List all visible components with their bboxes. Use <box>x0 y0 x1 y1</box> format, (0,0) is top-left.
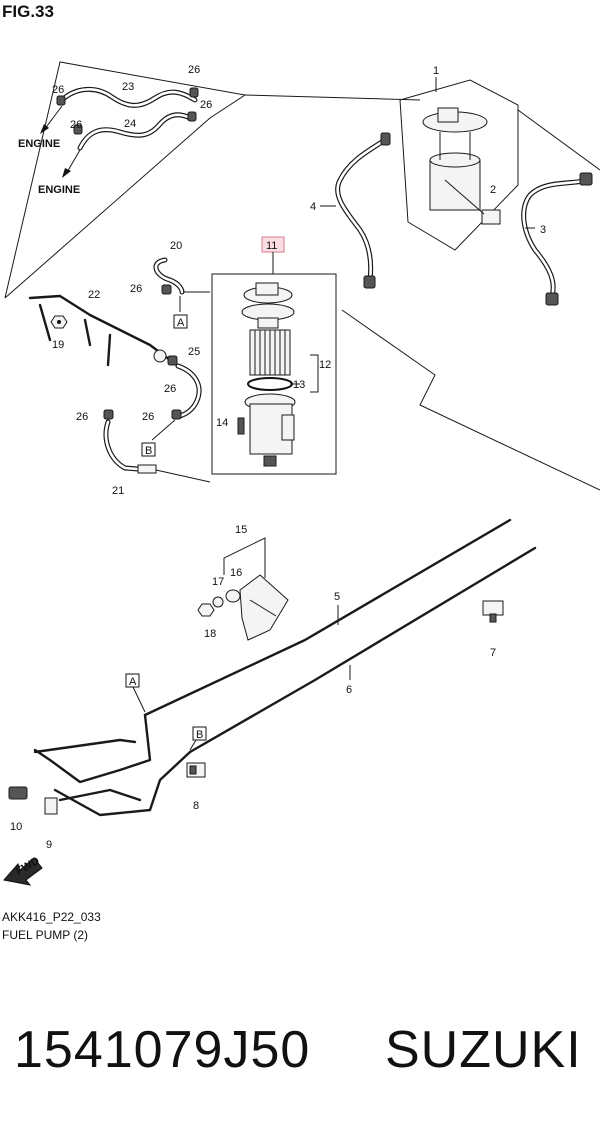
filter-housing <box>244 393 296 467</box>
callout-26-h: 26 <box>142 411 154 423</box>
float-2 <box>444 179 501 225</box>
callout-26-a: 26 <box>52 84 64 96</box>
clip-8 <box>186 762 206 778</box>
filter-cap <box>241 282 295 329</box>
bracket-15 <box>239 574 289 641</box>
callout-15: 15 <box>235 524 247 536</box>
pipe-5 <box>143 518 512 717</box>
callout-26-b: 26 <box>188 64 200 76</box>
washer-17 <box>212 596 224 608</box>
part-number: 1541079J50 <box>14 1021 311 1079</box>
engine-label-1: ENGINE <box>18 138 60 150</box>
ref-marker-b-upper: B <box>141 419 176 457</box>
hose-20 <box>153 257 210 295</box>
callout-13: 13 <box>293 379 305 391</box>
pipe-assembly-22 <box>28 294 172 367</box>
hose-4 <box>335 132 391 289</box>
callout-8: 8 <box>193 800 199 812</box>
callout-12: 12 <box>319 359 331 371</box>
callout-26-d: 26 <box>70 119 82 131</box>
callout-1: 1 <box>433 65 439 77</box>
callout-22: 22 <box>88 289 100 301</box>
callout-26-f: 26 <box>164 383 176 395</box>
callout-14: 14 <box>216 417 228 429</box>
callout-26-e: 26 <box>130 283 142 295</box>
front-direction-arrow: FWD <box>3 855 43 886</box>
engine-label-2: ENGINE <box>38 184 80 196</box>
callout-26-g: 26 <box>76 411 88 423</box>
routing-outline <box>244 94 600 491</box>
callout-4: 4 <box>310 201 316 213</box>
callout-3: 3 <box>540 224 546 236</box>
pump-module-outline <box>399 77 519 251</box>
callout-7: 7 <box>490 647 496 659</box>
hose-21 <box>103 409 211 483</box>
fuel-pump-module-1 <box>422 107 488 211</box>
callout-9: 9 <box>46 839 52 851</box>
o-ring-13 <box>247 377 293 391</box>
callout-20: 20 <box>170 240 182 252</box>
filter-element-12 <box>249 329 291 376</box>
pipe-6 <box>188 546 537 754</box>
callout-25: 25 <box>188 346 200 358</box>
hose-3 <box>521 172 593 306</box>
callout-10: 10 <box>10 821 22 833</box>
nut-19 <box>50 315 68 329</box>
callout-24: 24 <box>124 118 136 130</box>
spring-14 <box>237 417 245 435</box>
callout-6: 6 <box>346 684 352 696</box>
callout-19: 19 <box>52 339 64 351</box>
clip-10 <box>8 786 28 800</box>
nut-18 <box>197 603 215 617</box>
hose-24 <box>77 112 193 151</box>
engine-arrows <box>40 105 81 178</box>
callout-18: 18 <box>204 628 216 640</box>
hose-25 <box>167 355 202 420</box>
lower-pipes <box>33 713 192 817</box>
diagram-name: FUEL PUMP (2) <box>2 928 89 942</box>
ref-marker-a-upper: A <box>173 296 188 329</box>
ref-marker-b-lower: B <box>189 726 207 751</box>
callout-16: 16 <box>230 567 242 579</box>
svg-text:B: B <box>145 445 152 457</box>
clip-7 <box>482 600 504 623</box>
ref-marker-a-lower: A <box>125 673 146 713</box>
clamps-top <box>56 87 199 135</box>
callout-26-c: 26 <box>200 99 212 111</box>
callout-23: 23 <box>122 81 134 93</box>
clip-9 <box>44 797 58 815</box>
brand-name: SUZUKI <box>385 1021 582 1079</box>
hose-group-outline <box>4 61 247 299</box>
callout-5: 5 <box>334 591 340 603</box>
callout-2: 2 <box>490 184 496 196</box>
diagram-code: AKK416_P22_033 <box>2 910 101 924</box>
callout-21: 21 <box>112 485 124 497</box>
exploded-diagram: 26 23 26 26 26 24 ENGINE ENGINE <box>3 61 600 886</box>
filter-box <box>211 236 337 475</box>
svg-text:B: B <box>196 729 203 741</box>
part-number-banner: 1541079J50 SUZUKI <box>0 1020 600 1080</box>
figure-title: FIG.33 <box>2 2 54 21</box>
svg-text:A: A <box>129 676 137 688</box>
callout-17: 17 <box>212 576 224 588</box>
callout-11-highlighted: 11 <box>266 240 277 252</box>
hose-23 <box>59 87 198 108</box>
svg-text:A: A <box>177 317 185 329</box>
grommet-16 <box>225 589 241 603</box>
